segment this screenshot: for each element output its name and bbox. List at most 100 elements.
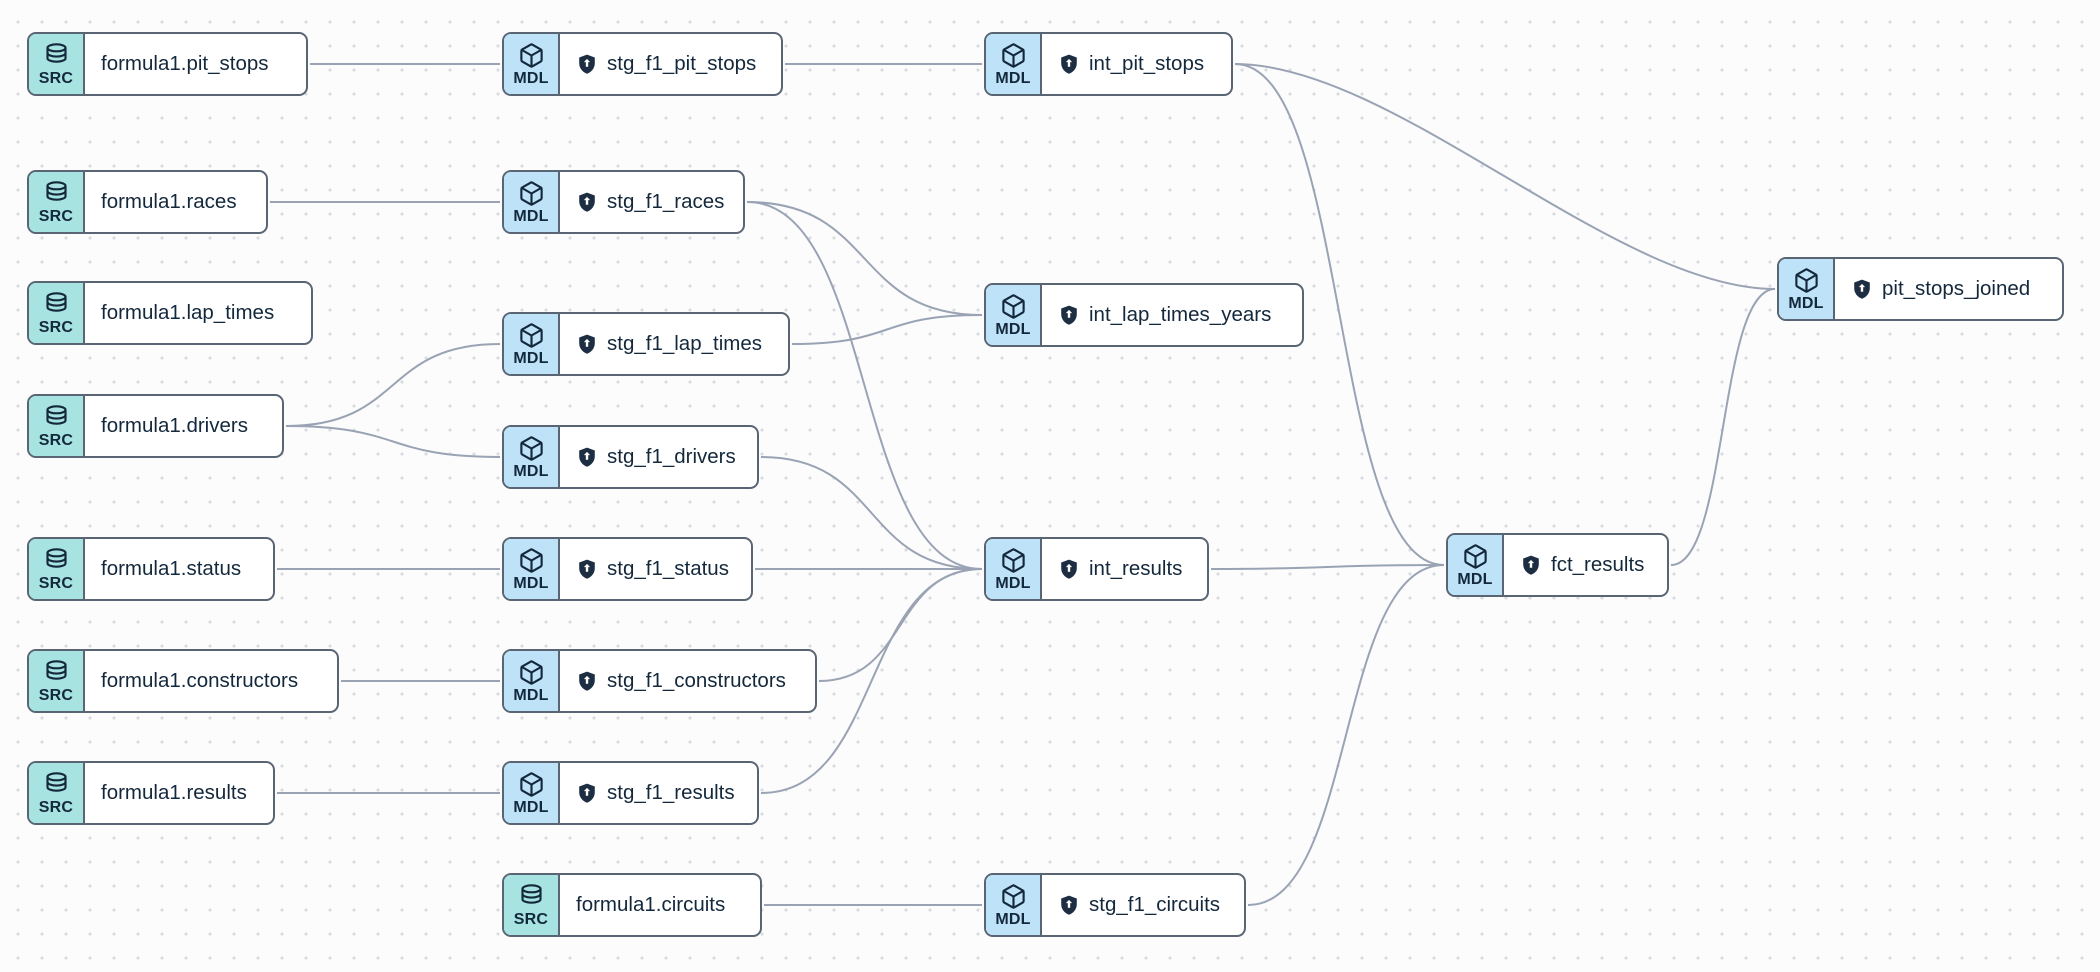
- shield-icon: [1061, 559, 1077, 579]
- node-src_lap_times[interactable]: SRC formula1.lap_times: [27, 281, 313, 345]
- node-type-badge: MDL: [513, 462, 549, 480]
- node-label-area: stg_f1_pit_stops: [560, 34, 781, 94]
- node-label-area: formula1.results: [85, 763, 273, 823]
- node-stg_constructors[interactable]: MDL stg_f1_constructors: [502, 649, 817, 713]
- node-type-panel: MDL: [986, 539, 1042, 599]
- cube-icon: [1001, 883, 1025, 909]
- database-icon: [45, 291, 67, 312]
- node-label: stg_f1_drivers: [607, 445, 736, 468]
- cube-icon: [519, 771, 543, 797]
- node-label: int_pit_stops: [1089, 52, 1205, 75]
- cube-icon: [519, 42, 543, 68]
- shield-icon: [579, 671, 595, 691]
- node-type-panel: SRC: [504, 875, 560, 935]
- node-type-panel: MDL: [504, 172, 560, 232]
- database-icon: [45, 659, 67, 680]
- node-type-panel: MDL: [1448, 535, 1504, 595]
- node-src_status[interactable]: SRC formula1.status: [27, 537, 275, 601]
- node-label: formula1.results: [101, 781, 247, 804]
- node-label-area: stg_f1_status: [560, 539, 751, 599]
- node-label-area: pit_stops_joined: [1835, 259, 2062, 319]
- node-stg_circuits[interactable]: MDL stg_f1_circuits: [984, 873, 1246, 937]
- node-fct_results[interactable]: MDL fct_results: [1446, 533, 1669, 597]
- edge-int_pit_stops-to-pit_stops_joined: [1234, 63, 1776, 290]
- node-type-badge: MDL: [995, 69, 1031, 87]
- node-type-badge: MDL: [513, 69, 549, 87]
- node-pit_stops_joined[interactable]: MDL pit_stops_joined: [1777, 257, 2064, 321]
- node-label: fct_results: [1551, 553, 1645, 576]
- node-stg_races[interactable]: MDL stg_f1_races: [502, 170, 745, 234]
- node-label-area: int_pit_stops: [1042, 34, 1231, 94]
- node-int_results[interactable]: MDL int_results: [984, 537, 1209, 601]
- node-label-area: int_lap_times_years: [1042, 285, 1302, 345]
- node-type-panel: MDL: [986, 875, 1042, 935]
- cube-icon: [1001, 42, 1025, 68]
- node-src_circuits[interactable]: SRC formula1.circuits: [502, 873, 762, 937]
- shield-icon: [579, 334, 595, 354]
- node-label: stg_f1_constructors: [607, 669, 786, 692]
- node-label: formula1.pit_stops: [101, 52, 269, 75]
- edge-stg_lap_times-to-int_lap_times_years: [791, 314, 983, 345]
- node-type-badge: SRC: [38, 318, 74, 336]
- cube-icon: [1001, 293, 1025, 319]
- edge-stg_results-to-int_results: [760, 568, 983, 794]
- node-type-badge: MDL: [513, 207, 549, 225]
- node-src_drivers[interactable]: SRC formula1.drivers: [27, 394, 284, 458]
- database-icon: [45, 547, 67, 568]
- node-label: int_lap_times_years: [1089, 303, 1272, 326]
- edge-fct_results-to-pit_stops_joined: [1670, 288, 1776, 566]
- edge-stg_races-to-int_lap_times_years: [746, 201, 983, 316]
- node-type-panel: MDL: [1779, 259, 1835, 319]
- node-stg_lap_times[interactable]: MDL stg_f1_lap_times: [502, 312, 790, 376]
- node-stg_results[interactable]: MDL stg_f1_results: [502, 761, 759, 825]
- shield-icon: [1061, 54, 1077, 74]
- shield-icon: [579, 783, 595, 803]
- node-src_constructors[interactable]: SRC formula1.constructors: [27, 649, 339, 713]
- shield-icon: [1061, 305, 1077, 325]
- node-label: stg_f1_races: [607, 190, 725, 213]
- shield-icon: [1854, 279, 1870, 299]
- node-label: formula1.drivers: [101, 414, 248, 437]
- node-stg_pit_stops[interactable]: MDL stg_f1_pit_stops: [502, 32, 783, 96]
- node-type-panel: MDL: [986, 285, 1042, 345]
- node-label: pit_stops_joined: [1882, 277, 2031, 300]
- node-type-badge: SRC: [38, 574, 74, 592]
- shield-icon: [1061, 895, 1077, 915]
- node-label-area: formula1.status: [85, 539, 273, 599]
- cube-icon: [519, 547, 543, 573]
- node-label-area: stg_f1_results: [560, 763, 757, 823]
- node-label: int_results: [1089, 557, 1183, 580]
- node-int_pit_stops[interactable]: MDL int_pit_stops: [984, 32, 1233, 96]
- database-icon: [45, 771, 67, 792]
- node-label-area: fct_results: [1504, 535, 1667, 595]
- edge-src_drivers-to-stg_lap_times: [285, 343, 501, 427]
- node-label-area: formula1.circuits: [560, 875, 760, 935]
- node-label-area: stg_f1_constructors: [560, 651, 815, 711]
- node-src_races[interactable]: SRC formula1.races: [27, 170, 268, 234]
- node-label-area: formula1.drivers: [85, 396, 282, 456]
- node-type-badge: MDL: [995, 320, 1031, 338]
- node-label-area: stg_f1_circuits: [1042, 875, 1244, 935]
- node-stg_status[interactable]: MDL stg_f1_status: [502, 537, 753, 601]
- edge-stg_drivers-to-int_results: [760, 456, 983, 570]
- shield-icon: [579, 447, 595, 467]
- node-src_results[interactable]: SRC formula1.results: [27, 761, 275, 825]
- node-type-panel: SRC: [29, 651, 85, 711]
- node-label: stg_f1_status: [607, 557, 729, 580]
- node-type-panel: MDL: [504, 34, 560, 94]
- node-label-area: stg_f1_races: [560, 172, 743, 232]
- node-int_lap_times_years[interactable]: MDL int_lap_times_years: [984, 283, 1304, 347]
- cube-icon: [1001, 547, 1025, 573]
- node-stg_drivers[interactable]: MDL stg_f1_drivers: [502, 425, 759, 489]
- shield-icon: [579, 192, 595, 212]
- node-type-badge: MDL: [513, 349, 549, 367]
- node-src_pit_stops[interactable]: SRC formula1.pit_stops: [27, 32, 308, 96]
- node-label: stg_f1_results: [607, 781, 735, 804]
- edge-stg_constructors-to-int_results: [818, 568, 983, 682]
- edge-stg_circuits-to-fct_results: [1247, 564, 1445, 906]
- node-label-area: formula1.pit_stops: [85, 34, 306, 94]
- node-type-badge: SRC: [38, 686, 74, 704]
- node-type-panel: SRC: [29, 172, 85, 232]
- node-type-panel: MDL: [504, 314, 560, 374]
